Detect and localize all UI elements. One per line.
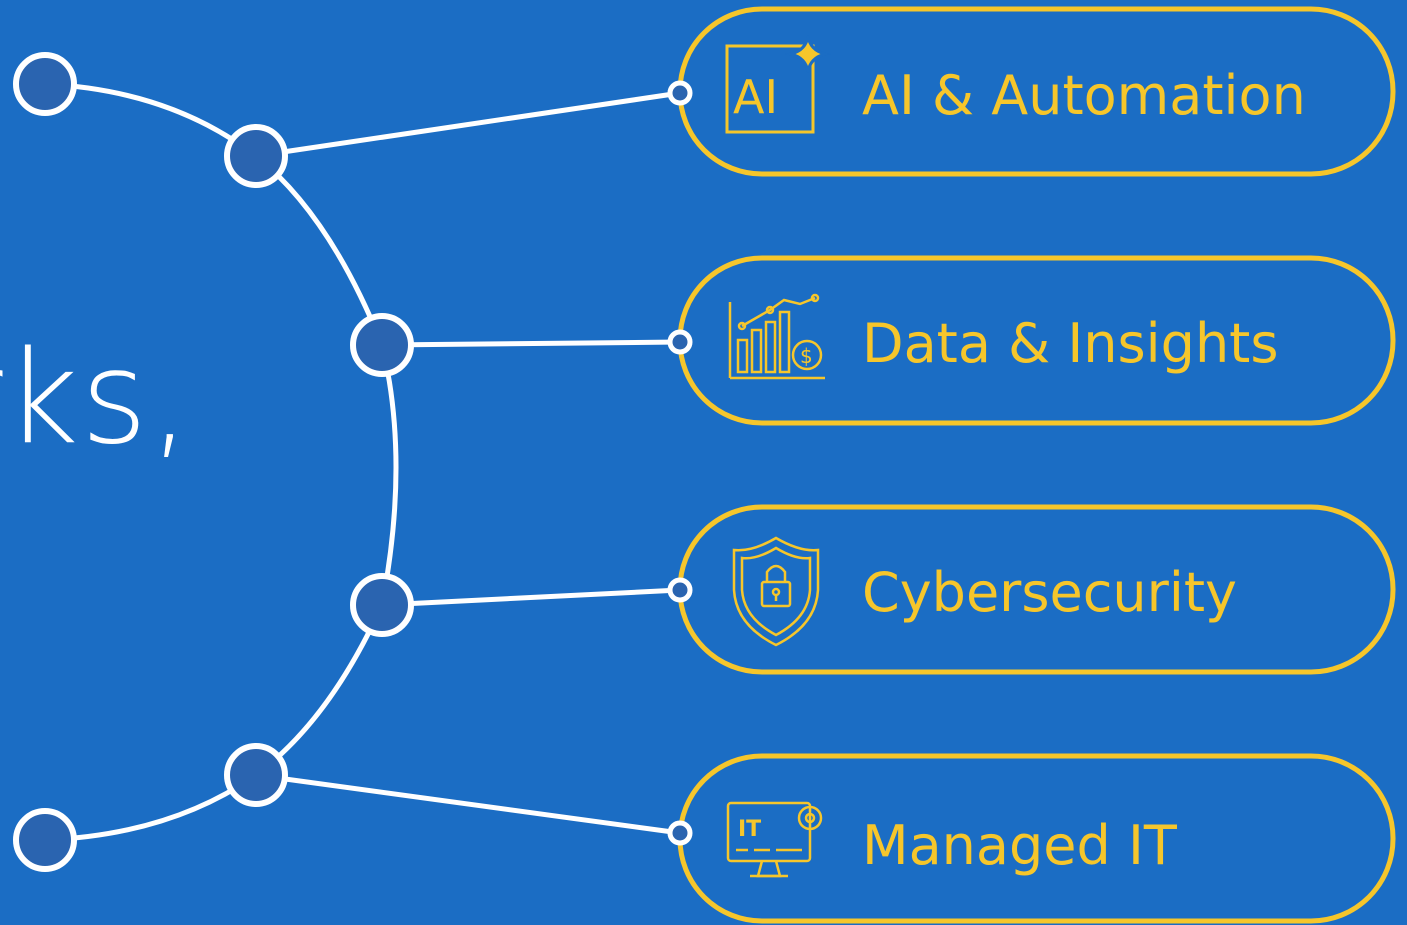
- it-icon-letters: IT: [738, 817, 761, 842]
- connector-security: [381, 587, 681, 608]
- pill-anchor-dot: [667, 80, 693, 106]
- service-pill-ai-automation[interactable]: AI AI & Automation: [667, 6, 1396, 177]
- ai-icon-letters: AI: [733, 70, 778, 124]
- connector-data: [381, 339, 681, 348]
- arc-node-top-end: [13, 52, 77, 116]
- service-pill-cybersecurity[interactable]: Cybersecurity: [667, 504, 1396, 675]
- pill-anchor-dot: [667, 577, 693, 603]
- arc-spine: [44, 81, 399, 843]
- arc-node-data: [350, 313, 414, 377]
- svg-text:$: $: [800, 344, 813, 368]
- arc-node-ai: [224, 124, 288, 188]
- service-label-managed-it: Managed IT: [862, 814, 1178, 877]
- service-pill-managed-it[interactable]: IT Managed IT: [667, 753, 1396, 924]
- headline-line-1: rks,: [0, 324, 193, 473]
- monitor-gear-icon: IT: [726, 801, 823, 878]
- service-label-cybersecurity: Cybersecurity: [862, 561, 1237, 624]
- arc-node-it: [224, 743, 288, 807]
- arc-node-bottom-end: [13, 808, 77, 872]
- pill-anchor-dot: [667, 820, 693, 846]
- service-label-data-insights: Data & Insights: [862, 312, 1278, 375]
- ai-sparkle-icon: AI: [725, 35, 831, 134]
- arc-node-security: [350, 573, 414, 637]
- shield-lock-icon: [732, 536, 820, 647]
- connector-ai: [255, 90, 681, 159]
- service-label-ai-automation: AI & Automation: [862, 64, 1306, 127]
- connector-it: [255, 772, 681, 836]
- service-pill-data-insights[interactable]: $ Data & Insights: [667, 255, 1396, 426]
- data-chart-icon: $: [728, 293, 825, 380]
- pill-anchor-dot: [667, 329, 693, 355]
